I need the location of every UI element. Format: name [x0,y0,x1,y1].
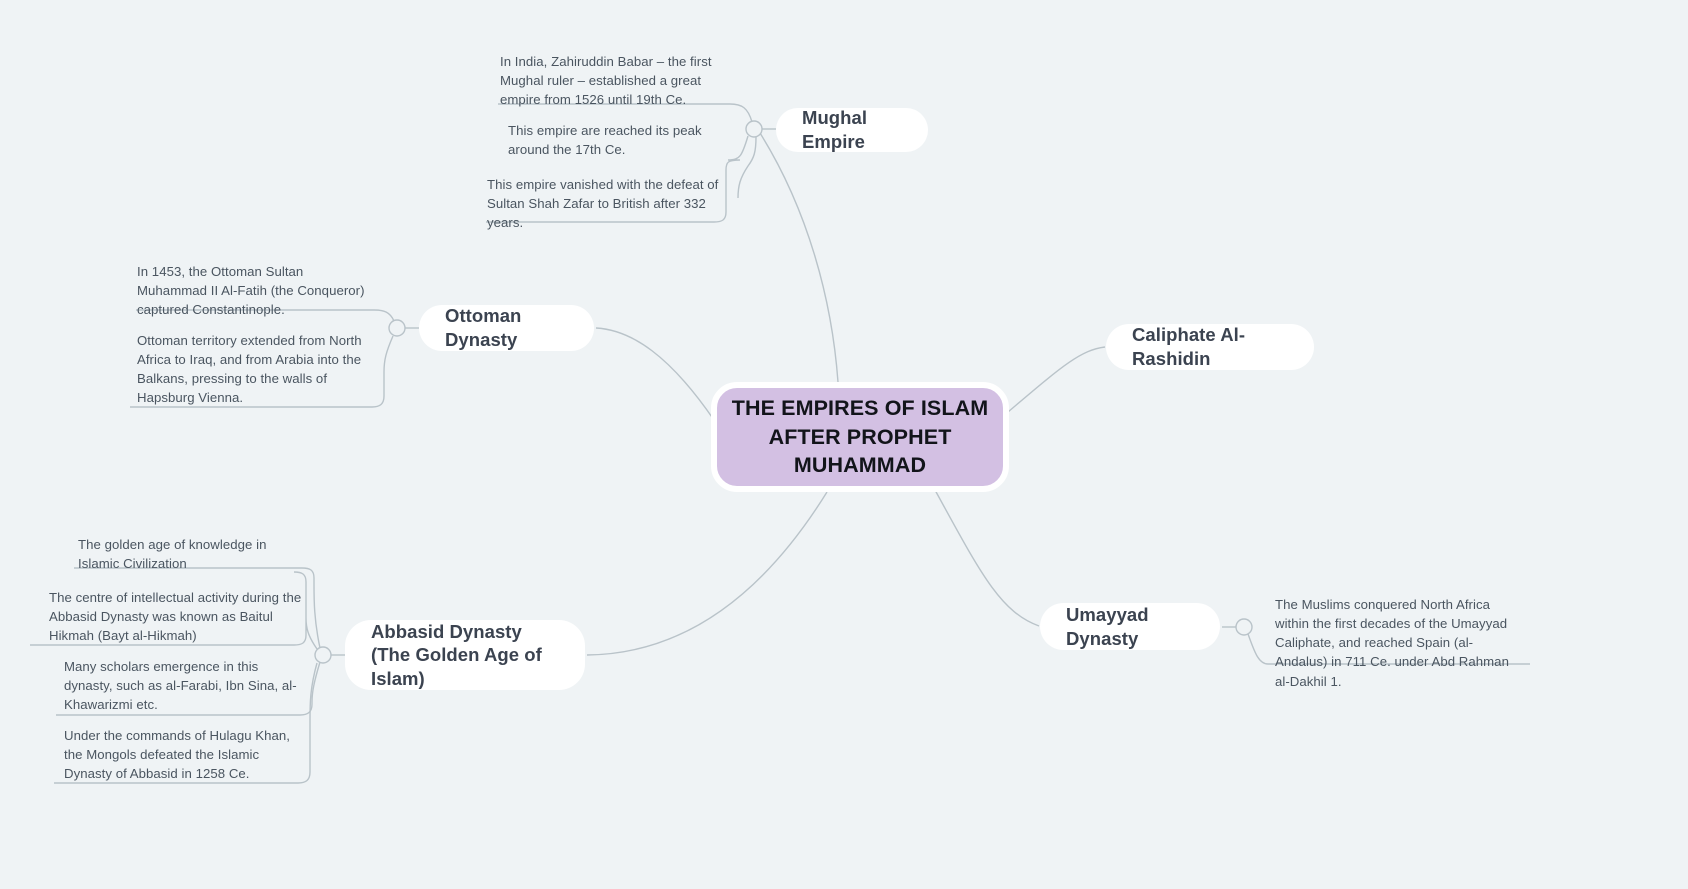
detail-mughal-3: This empire vanished with the defeat of … [487,177,719,231]
branch-node-umayyad[interactable]: Umayyad Dynasty [1040,603,1220,650]
detail-abbasid-1: The golden age of knowledge in Islamic C… [78,537,267,572]
spoke-to-umayyad [934,489,1040,627]
detail-abbasid-3: Many scholars emergence in this dynasty,… [64,659,297,713]
branch-label-abbasid: Abbasid Dynasty (The Golden Age of Islam… [371,620,542,689]
branch-label-caliphate: Caliphate Al-Rashidin [1132,324,1246,369]
branch-label-mughal: Mughal Empire [802,107,868,152]
spoke-to-caliphate [1007,346,1106,413]
spoke-to-ottoman [595,327,715,421]
mughal-joint [745,120,763,138]
detail-mughal-2: This empire are reached its peak around … [508,123,702,158]
branch-node-caliphate[interactable]: Caliphate Al-Rashidin [1106,324,1314,370]
branch-node-mughal[interactable]: Mughal Empire [776,107,928,152]
umayyad-joint [1235,618,1253,636]
detail-ottoman-2: Ottoman territory extended from North Af… [137,333,362,406]
abbasid-joint [314,646,332,664]
branch-label-umayyad: Umayyad Dynasty [1066,603,1149,649]
branch-node-ottoman[interactable]: Ottoman Dynasty [419,305,594,351]
detail-ottoman-1: In 1453, the Ottoman Sultan Muhammad II … [137,264,365,318]
spoke-to-mughal [759,132,839,383]
detail-umayyad-1: The Muslims conquered North Africa withi… [1275,597,1509,689]
central-node-label: THE EMPIRES OF ISLAM AFTER PROPHET MUHAM… [731,395,989,478]
detail-abbasid-2: The centre of intellectual activity duri… [49,590,302,644]
mughal-detail-3-wire [737,136,757,199]
detail-mughal-1: In India, Zahiruddin Babar – the first M… [500,54,712,108]
branch-label-ottoman: Ottoman Dynasty [445,305,522,350]
branch-node-abbasid[interactable]: Abbasid Dynasty (The Golden Age of Islam… [345,620,585,690]
ottoman-joint [388,319,406,337]
central-node[interactable]: THE EMPIRES OF ISLAM AFTER PROPHET MUHAM… [711,382,1009,492]
spoke-to-abbasid [586,491,828,656]
detail-abbasid-4: Under the commands of Hulagu Khan, the M… [64,728,291,782]
